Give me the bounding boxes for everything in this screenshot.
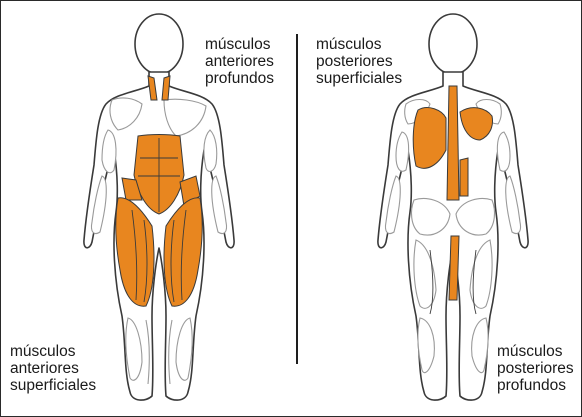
label-line: músculos [316,36,402,53]
label-line: anteriores [10,360,96,377]
label-line: músculos [497,343,574,360]
label-line: superficiales [10,377,96,394]
label-line: superficiales [316,70,402,87]
front-head [135,14,183,74]
back-spine-muscle [447,86,459,200]
label-posterior-deep: músculos posteriores profundos [497,343,574,394]
label-line: músculos [10,343,96,360]
label-posterior-superficial: músculos posteriores superficiales [316,36,402,87]
back-lower-strip [460,158,468,196]
back-leg-strip [449,236,459,300]
label-line: músculos [205,36,274,53]
back-head [429,14,477,74]
label-anterior-deep: músculos anteriores profundos [205,36,274,87]
label-anterior-superficial: músculos anteriores superficiales [10,343,96,394]
label-line: profundos [497,377,574,394]
label-line: posteriores [316,53,402,70]
front-body-outline [84,72,234,400]
label-line: profundos [205,70,274,87]
label-line: posteriores [497,360,574,377]
label-line: anteriores [205,53,274,70]
